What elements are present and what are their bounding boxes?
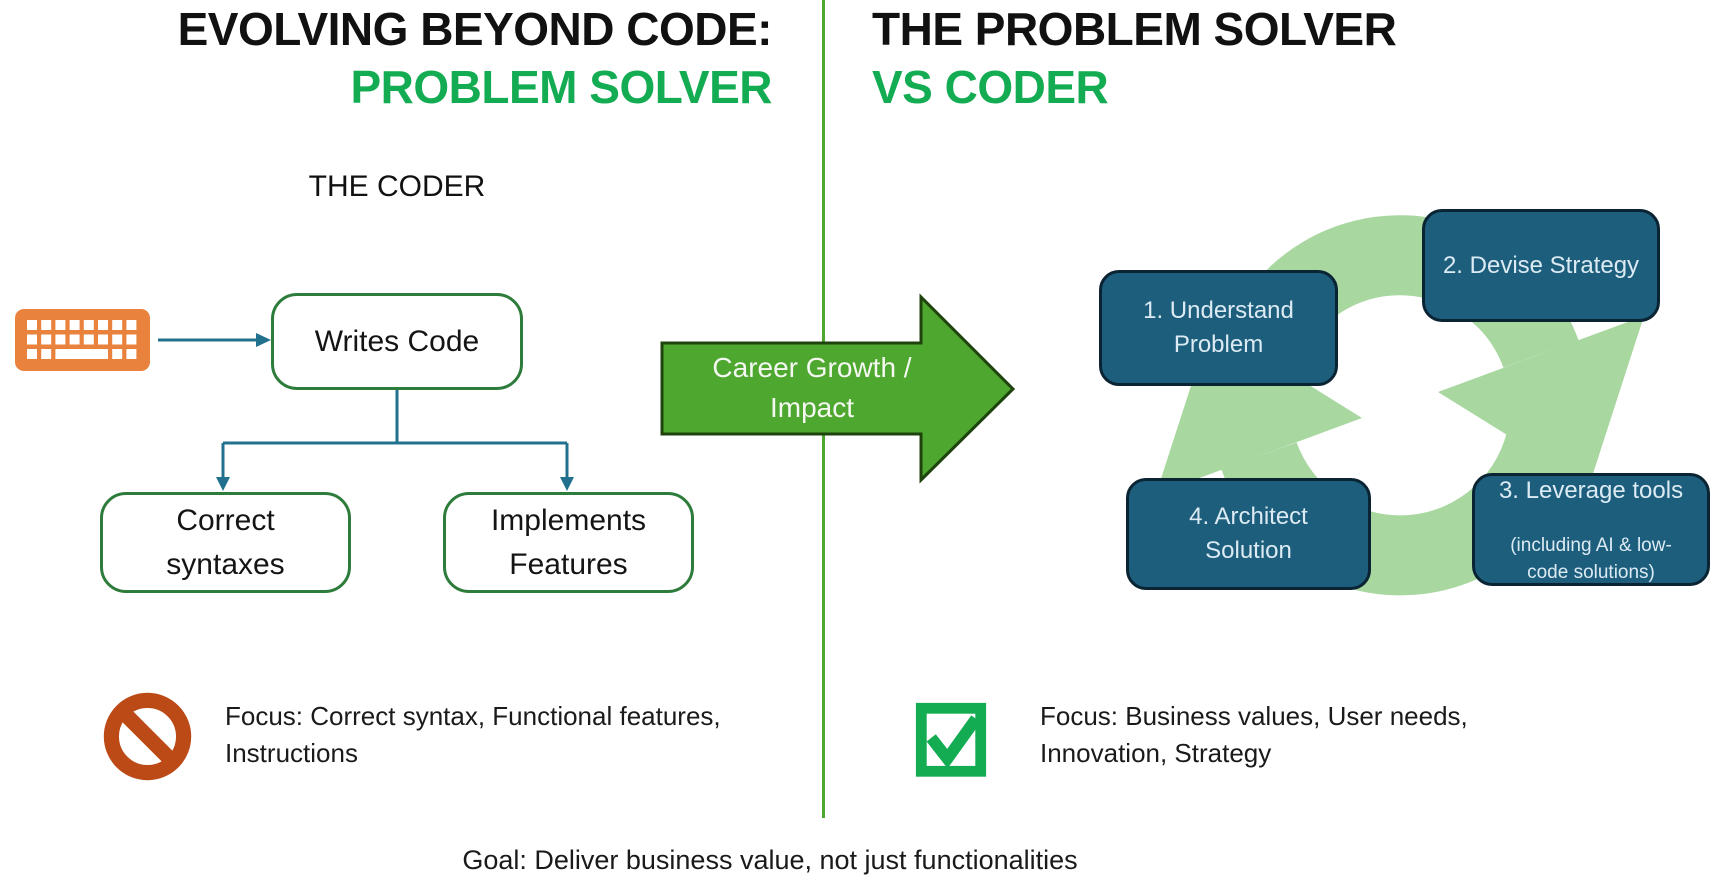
left-title-line2: PROBLEM SOLVER bbox=[350, 61, 772, 113]
right-title: THE PROBLEM SOLVER VS CODER bbox=[872, 0, 1692, 116]
keyboard-icon bbox=[15, 309, 150, 371]
step-architect-solution-label: 4. Architect Solution bbox=[1189, 503, 1308, 564]
step-leverage-tools-label: 3. Leverage tools bbox=[1498, 476, 1684, 504]
goal-text: Goal: Deliver business value, not just f… bbox=[462, 845, 1078, 875]
step-understand-problem-label: 1. Understand Problem bbox=[1143, 297, 1294, 358]
step-leverage-tools-box: 3. Leverage tools (including AI & low-co… bbox=[1472, 473, 1710, 586]
coder-focus-text: Focus: Correct syntax, Functional featur… bbox=[225, 701, 721, 768]
career-growth-arrow bbox=[660, 293, 1016, 484]
problem-solver-focus-text: Focus: Business values, User needs, Inno… bbox=[1040, 701, 1468, 768]
implements-features-box: Implements Features bbox=[443, 492, 694, 593]
checkbox-icon bbox=[915, 702, 987, 777]
writes-code-box: Writes Code bbox=[271, 293, 523, 390]
coder-heading: THE CODER bbox=[308, 170, 486, 203]
prohibition-icon bbox=[103, 692, 192, 781]
career-arrow-label: Career Growth / Impact bbox=[712, 352, 912, 423]
step-devise-strategy-label: 2. Devise Strategy bbox=[1442, 251, 1640, 279]
writes-code-label: Writes Code bbox=[314, 324, 480, 358]
correct-syntaxes-label: Correct syntaxes bbox=[166, 503, 285, 581]
step-understand-problem-box: 1. Understand Problem bbox=[1099, 270, 1338, 386]
left-title-line1: EVOLVING BEYOND CODE: bbox=[177, 3, 773, 55]
step-leverage-tools-sublabel: (including AI & low-code solutions) bbox=[1510, 534, 1672, 583]
implements-features-label: Implements Features bbox=[490, 503, 647, 581]
tree-connector-arrows bbox=[216, 390, 574, 491]
right-title-line1: THE PROBLEM SOLVER bbox=[872, 3, 1397, 55]
correct-syntaxes-box: Correct syntaxes bbox=[100, 492, 351, 593]
left-title: EVOLVING BEYOND CODE: PROBLEM SOLVER bbox=[0, 0, 773, 116]
keyboard-to-box-arrow bbox=[158, 333, 271, 347]
step-architect-solution-box: 4. Architect Solution bbox=[1126, 478, 1371, 590]
right-title-line2: VS CODER bbox=[872, 61, 1109, 113]
step-devise-strategy-box: 2. Devise Strategy bbox=[1422, 209, 1660, 322]
